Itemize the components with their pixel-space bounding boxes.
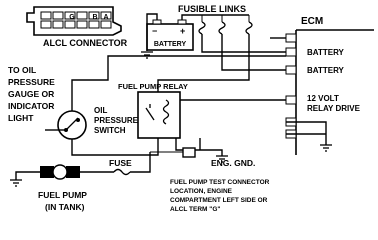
fuse-label: FUSE — [109, 158, 132, 168]
pin-a-label: A — [103, 14, 108, 21]
test-connector-line-4: ALCL TERM "G" — [170, 206, 220, 213]
fuel-pump-test-connector — [182, 147, 196, 158]
oil-switch-line-3: SWITCH — [94, 126, 126, 135]
alcl-connector-label: ALCL CONNECTOR — [43, 38, 128, 48]
ecm-battery-label-2: BATTERY — [307, 66, 345, 75]
fusible-links-label: FUSIBLE LINKS — [178, 4, 246, 14]
battery-plus-label: + — [180, 26, 185, 36]
oil-gauge-line-4: INDICATOR — [8, 101, 54, 111]
fuse-icon — [113, 168, 131, 176]
test-connector-label: FUEL PUMP TEST CONNECTOR LOCATION, ENGIN… — [170, 179, 271, 213]
relay-coil-icon — [162, 99, 170, 125]
oil-switch-label: OIL PRESSURE SWITCH — [94, 106, 140, 135]
ecm-battery-label-1: BATTERY — [307, 48, 345, 57]
ecm-label: ECM — [301, 16, 323, 27]
fuel-pump-icon — [40, 164, 80, 180]
fuel-pump-ground-icon — [10, 179, 22, 187]
fuel-pump-line-1: FUEL PUMP — [38, 190, 87, 200]
battery-label: BATTERY — [154, 41, 187, 48]
fuel-pump-relay — [137, 91, 181, 139]
oil-gauge-line-2: PRESSURE — [8, 77, 55, 87]
pin-g-label: G — [69, 14, 75, 21]
fuel-pump-relay-label: FUEL PUMP RELAY — [118, 82, 188, 91]
oil-pressure-switch — [57, 110, 87, 140]
oil-switch-line-2: PRESSURE — [94, 116, 139, 125]
fuel-pump-label: FUEL PUMP (IN TANK) — [38, 190, 89, 212]
fuel-pump-line-2: (IN TANK) — [45, 202, 85, 212]
eng-ground-icon — [216, 155, 228, 163]
oil-gauge-line-3: GAUGE OR — [8, 89, 54, 99]
fusible-link-3 — [245, 15, 253, 35]
oil-gauge-label: TO OIL PRESSURE GAUGE OR INDICATOR LIGHT — [8, 65, 57, 123]
ecm-relay-drive-label-2: RELAY DRIVE — [307, 104, 361, 113]
oil-gauge-line-1: TO OIL — [8, 65, 36, 75]
ecm-relay-drive-label-1: 12 VOLT — [307, 94, 339, 103]
eng-gnd-label: ENG. GND. — [211, 158, 255, 168]
battery-ground-icon — [141, 51, 153, 59]
battery-minus-label: − — [152, 26, 157, 36]
oil-gauge-line-5: LIGHT — [8, 113, 34, 123]
battery: − + BATTERY — [146, 19, 194, 51]
test-connector-line-3: COMPARTMENT LEFT SIDE OR — [170, 197, 268, 204]
ecm-ground-icon — [320, 144, 332, 152]
wiring-diagram: G B A ALCL CONNECTOR FUSIBLE LINKS − + B… — [8, 4, 374, 213]
pin-b-label: B — [92, 14, 97, 21]
alcl-connector: G B A — [26, 6, 122, 36]
test-connector-line-2: LOCATION, ENGINE — [170, 188, 233, 195]
oil-switch-line-1: OIL — [94, 106, 107, 115]
test-connector-line-1: FUEL PUMP TEST CONNECTOR — [170, 179, 270, 186]
fusible-link-2 — [218, 15, 226, 35]
fusible-link-1 — [198, 15, 206, 35]
